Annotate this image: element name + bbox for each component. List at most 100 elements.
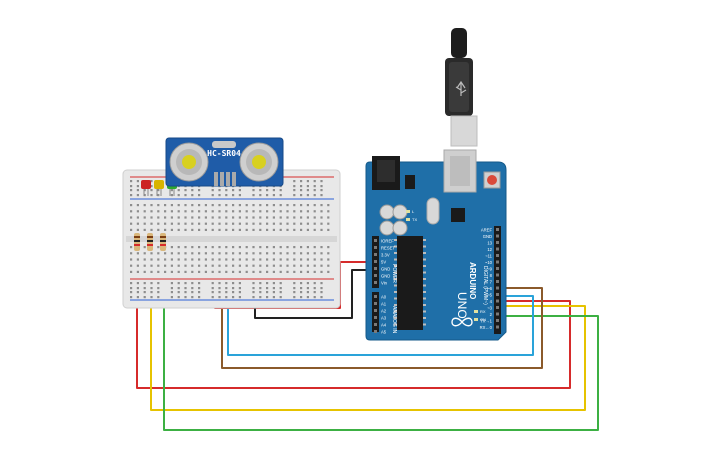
digital-pin-socket[interactable]: [496, 267, 499, 270]
breadboard-hole[interactable]: [279, 222, 282, 225]
breadboard-hole[interactable]: [136, 189, 139, 192]
breadboard-hole[interactable]: [218, 216, 221, 219]
breadboard-hole[interactable]: [130, 222, 133, 225]
analog-pin-socket[interactable]: [374, 302, 377, 305]
breadboard-hole[interactable]: [306, 246, 309, 249]
breadboard-hole[interactable]: [191, 228, 194, 231]
breadboard-hole[interactable]: [306, 194, 309, 197]
breadboard-hole[interactable]: [327, 210, 330, 213]
breadboard-hole[interactable]: [313, 204, 316, 207]
breadboard-hole[interactable]: [136, 228, 139, 231]
breadboard-hole[interactable]: [225, 204, 228, 207]
breadboard-hole[interactable]: [225, 222, 228, 225]
breadboard-hole[interactable]: [157, 210, 160, 213]
breadboard-hole[interactable]: [225, 258, 228, 261]
breadboard-hole[interactable]: [157, 252, 160, 255]
breadboard-hole[interactable]: [184, 287, 187, 290]
breadboard-hole[interactable]: [320, 210, 323, 213]
breadboard-hole[interactable]: [266, 264, 269, 267]
breadboard-hole[interactable]: [293, 180, 296, 183]
breadboard-hole[interactable]: [136, 185, 139, 188]
breadboard-hole[interactable]: [252, 189, 255, 192]
breadboard-hole[interactable]: [252, 258, 255, 261]
breadboard-hole[interactable]: [238, 189, 241, 192]
breadboard-hole[interactable]: [211, 282, 214, 285]
breadboard-hole[interactable]: [232, 189, 235, 192]
breadboard-hole[interactable]: [279, 252, 282, 255]
breadboard-hole[interactable]: [252, 246, 255, 249]
breadboard-hole[interactable]: [266, 252, 269, 255]
breadboard-hole[interactable]: [232, 194, 235, 197]
breadboard-hole[interactable]: [266, 216, 269, 219]
digital-pin-socket[interactable]: [496, 228, 499, 231]
breadboard-hole[interactable]: [293, 252, 296, 255]
breadboard-hole[interactable]: [306, 282, 309, 285]
breadboard-hole[interactable]: [177, 287, 180, 290]
breadboard-hole[interactable]: [150, 291, 153, 294]
breadboard-hole[interactable]: [177, 264, 180, 267]
breadboard-hole[interactable]: [279, 189, 282, 192]
breadboard-hole[interactable]: [259, 204, 262, 207]
breadboard-hole[interactable]: [245, 270, 248, 273]
breadboard-hole[interactable]: [204, 222, 207, 225]
breadboard-hole[interactable]: [259, 216, 262, 219]
breadboard-hole[interactable]: [293, 291, 296, 294]
breadboard-hole[interactable]: [320, 270, 323, 273]
breadboard-hole[interactable]: [143, 287, 146, 290]
breadboard-hole[interactable]: [313, 287, 316, 290]
breadboard-hole[interactable]: [170, 194, 173, 197]
breadboard-hole[interactable]: [170, 287, 173, 290]
breadboard-hole[interactable]: [191, 296, 194, 299]
breadboard-hole[interactable]: [320, 194, 323, 197]
breadboard-hole[interactable]: [177, 258, 180, 261]
breadboard-hole[interactable]: [211, 287, 214, 290]
breadboard-hole[interactable]: [150, 204, 153, 207]
breadboard-hole[interactable]: [130, 210, 133, 213]
breadboard-hole[interactable]: [313, 222, 316, 225]
breadboard-hole[interactable]: [300, 194, 303, 197]
breadboard-hole[interactable]: [211, 204, 214, 207]
breadboard-hole[interactable]: [320, 252, 323, 255]
breadboard-hole[interactable]: [218, 222, 221, 225]
breadboard-hole[interactable]: [306, 204, 309, 207]
breadboard-hole[interactable]: [136, 216, 139, 219]
breadboard-hole[interactable]: [286, 264, 289, 267]
breadboard-hole[interactable]: [293, 204, 296, 207]
breadboard-hole[interactable]: [143, 210, 146, 213]
breadboard-hole[interactable]: [272, 282, 275, 285]
digital-pin-socket[interactable]: [496, 299, 499, 303]
breadboard-hole[interactable]: [170, 264, 173, 267]
breadboard-hole[interactable]: [313, 296, 316, 299]
digital-pin-socket[interactable]: [496, 241, 499, 244]
breadboard-hole[interactable]: [232, 282, 235, 285]
breadboard-hole[interactable]: [306, 189, 309, 192]
breadboard-hole[interactable]: [313, 291, 316, 294]
breadboard-hole[interactable]: [136, 291, 139, 294]
breadboard-hole[interactable]: [238, 287, 241, 290]
breadboard-hole[interactable]: [313, 216, 316, 219]
digital-pin-socket[interactable]: [496, 273, 499, 277]
breadboard-hole[interactable]: [130, 252, 133, 255]
breadboard-hole[interactable]: [306, 291, 309, 294]
breadboard-hole[interactable]: [164, 222, 167, 225]
breadboard-hole[interactable]: [320, 258, 323, 261]
breadboard-hole[interactable]: [211, 258, 214, 261]
breadboard-hole[interactable]: [252, 270, 255, 273]
breadboard-hole[interactable]: [320, 291, 323, 294]
breadboard-hole[interactable]: [252, 287, 255, 290]
breadboard-hole[interactable]: [272, 216, 275, 219]
breadboard-hole[interactable]: [279, 287, 282, 290]
power-pin-socket[interactable]: [374, 281, 377, 284]
breadboard-hole[interactable]: [225, 291, 228, 294]
breadboard-hole[interactable]: [143, 264, 146, 267]
breadboard-hole[interactable]: [259, 222, 262, 225]
breadboard-hole[interactable]: [238, 270, 241, 273]
breadboard-hole[interactable]: [225, 270, 228, 273]
breadboard-hole[interactable]: [170, 222, 173, 225]
breadboard-hole[interactable]: [300, 210, 303, 213]
breadboard-hole[interactable]: [218, 252, 221, 255]
breadboard-hole[interactable]: [225, 210, 228, 213]
breadboard-hole[interactable]: [157, 264, 160, 267]
breadboard-hole[interactable]: [177, 291, 180, 294]
breadboard-hole[interactable]: [245, 252, 248, 255]
